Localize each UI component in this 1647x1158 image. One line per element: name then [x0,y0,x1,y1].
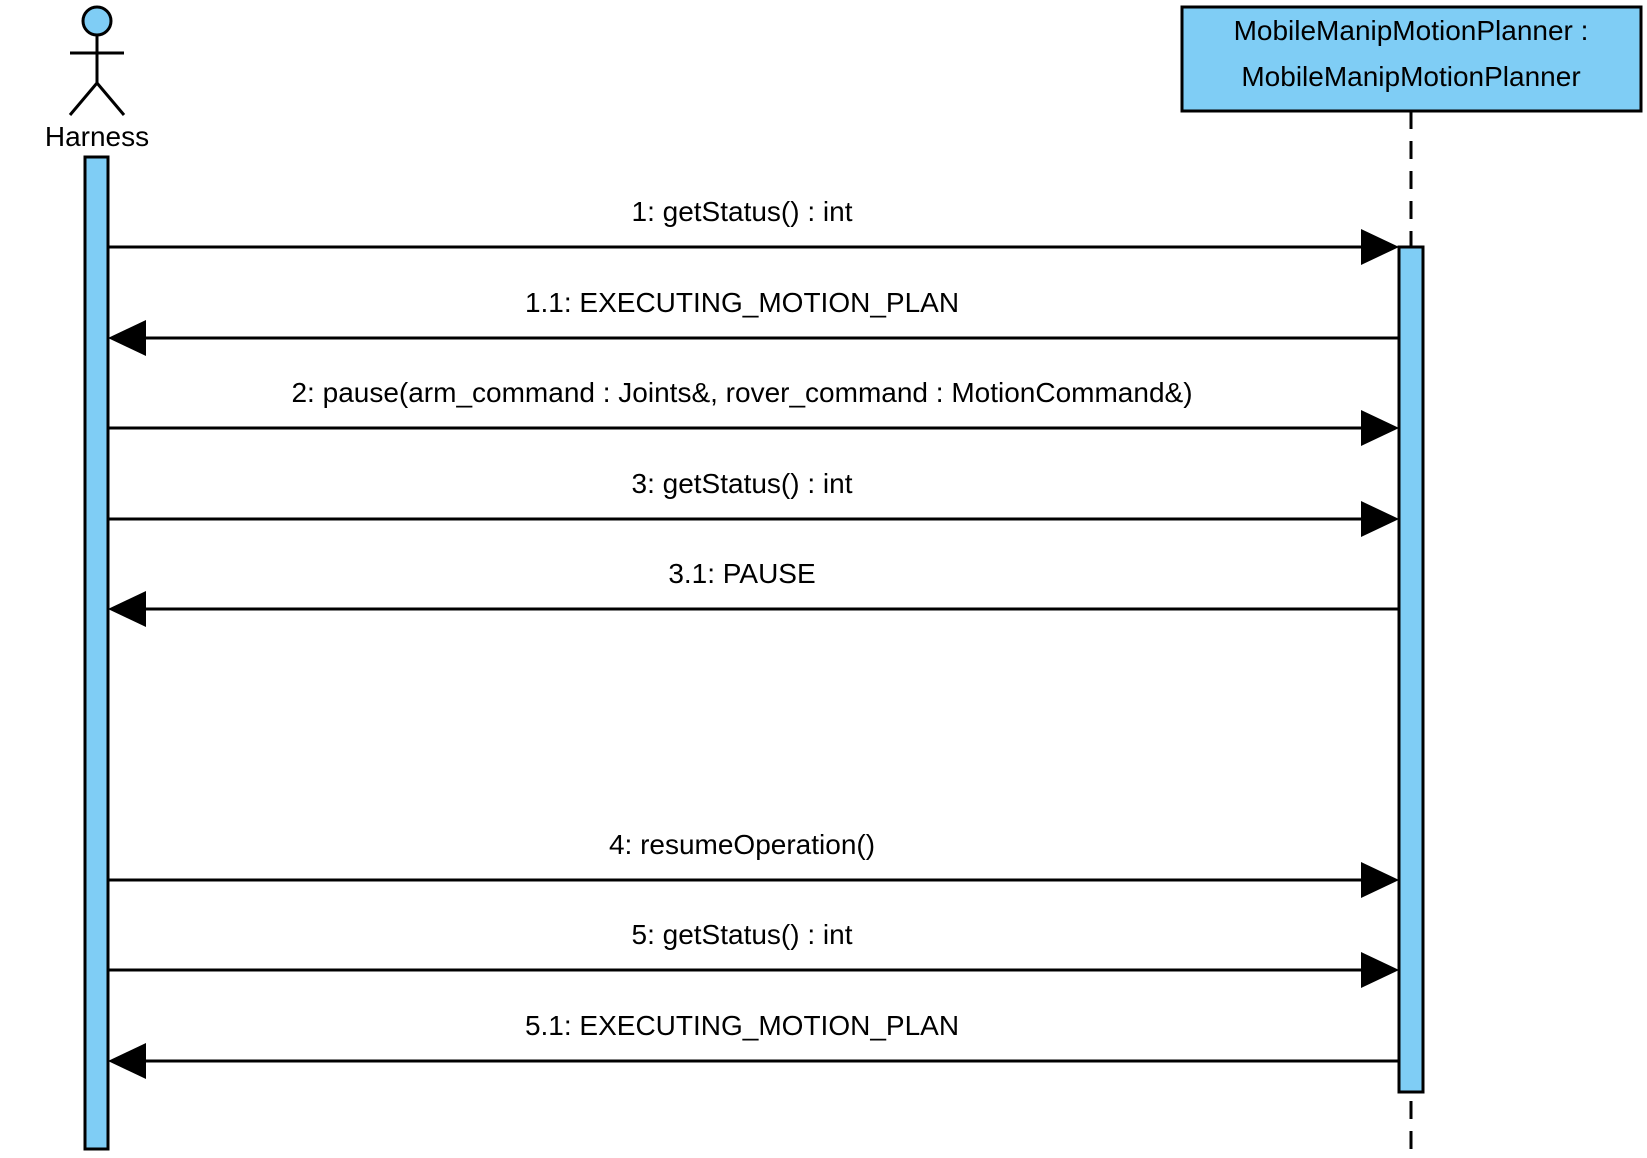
message-3[interactable]: 2: pause(arm_command : Joints&, rover_co… [108,377,1399,446]
actor-head-icon [81,5,113,37]
actor-label: Harness [45,121,149,152]
message-label: 2: pause(arm_command : Joints&, rover_co… [291,377,1192,408]
message-2[interactable]: 1.1: EXECUTING_MOTION_PLAN [108,287,1399,356]
message-label: 5: getStatus() : int [632,919,853,950]
message-4[interactable]: 3: getStatus() : int [108,468,1399,537]
object-label-line1: MobileManipMotionPlanner : [1234,15,1589,46]
message-label: 3: getStatus() : int [632,468,853,499]
arrowhead-icon [108,591,146,627]
arrowhead-icon [1361,501,1399,537]
message-7[interactable]: 5: getStatus() : int [108,919,1399,988]
message-1[interactable]: 1: getStatus() : int [108,196,1399,265]
arrowhead-icon [1361,952,1399,988]
message-label: 4: resumeOperation() [609,829,875,860]
actor-left-leg [68,82,99,116]
messages-group: 1: getStatus() : int 1.1: EXECUTING_MOTIO… [108,196,1399,1079]
message-6[interactable]: 4: resumeOperation() [108,829,1399,898]
actor-activation-bar [83,155,110,1151]
object-label-line2: MobileManipMotionPlanner [1241,61,1580,92]
message-label: 1: getStatus() : int [632,196,853,227]
object-box [1180,5,1643,113]
message-8[interactable]: 5.1: EXECUTING_MOTION_PLAN [108,1010,1399,1079]
actor-right-leg [95,82,126,116]
arrowhead-icon [108,320,146,356]
message-label: 1.1: EXECUTING_MOTION_PLAN [525,287,959,318]
object-activation-bar [1397,245,1425,1094]
arrowhead-icon [1361,410,1399,446]
actor-harness[interactable]: Harness [45,5,149,152]
object-mobile-manip-motion-planner[interactable]: MobileManipMotionPlanner : MobileManipMo… [1180,5,1643,113]
arrowhead-icon [1361,862,1399,898]
message-label: 3.1: PAUSE [668,558,815,589]
arrowhead-icon [108,1043,146,1079]
arrowhead-icon [1361,229,1399,265]
message-label: 5.1: EXECUTING_MOTION_PLAN [525,1010,959,1041]
message-5[interactable]: 3.1: PAUSE [108,558,1399,627]
